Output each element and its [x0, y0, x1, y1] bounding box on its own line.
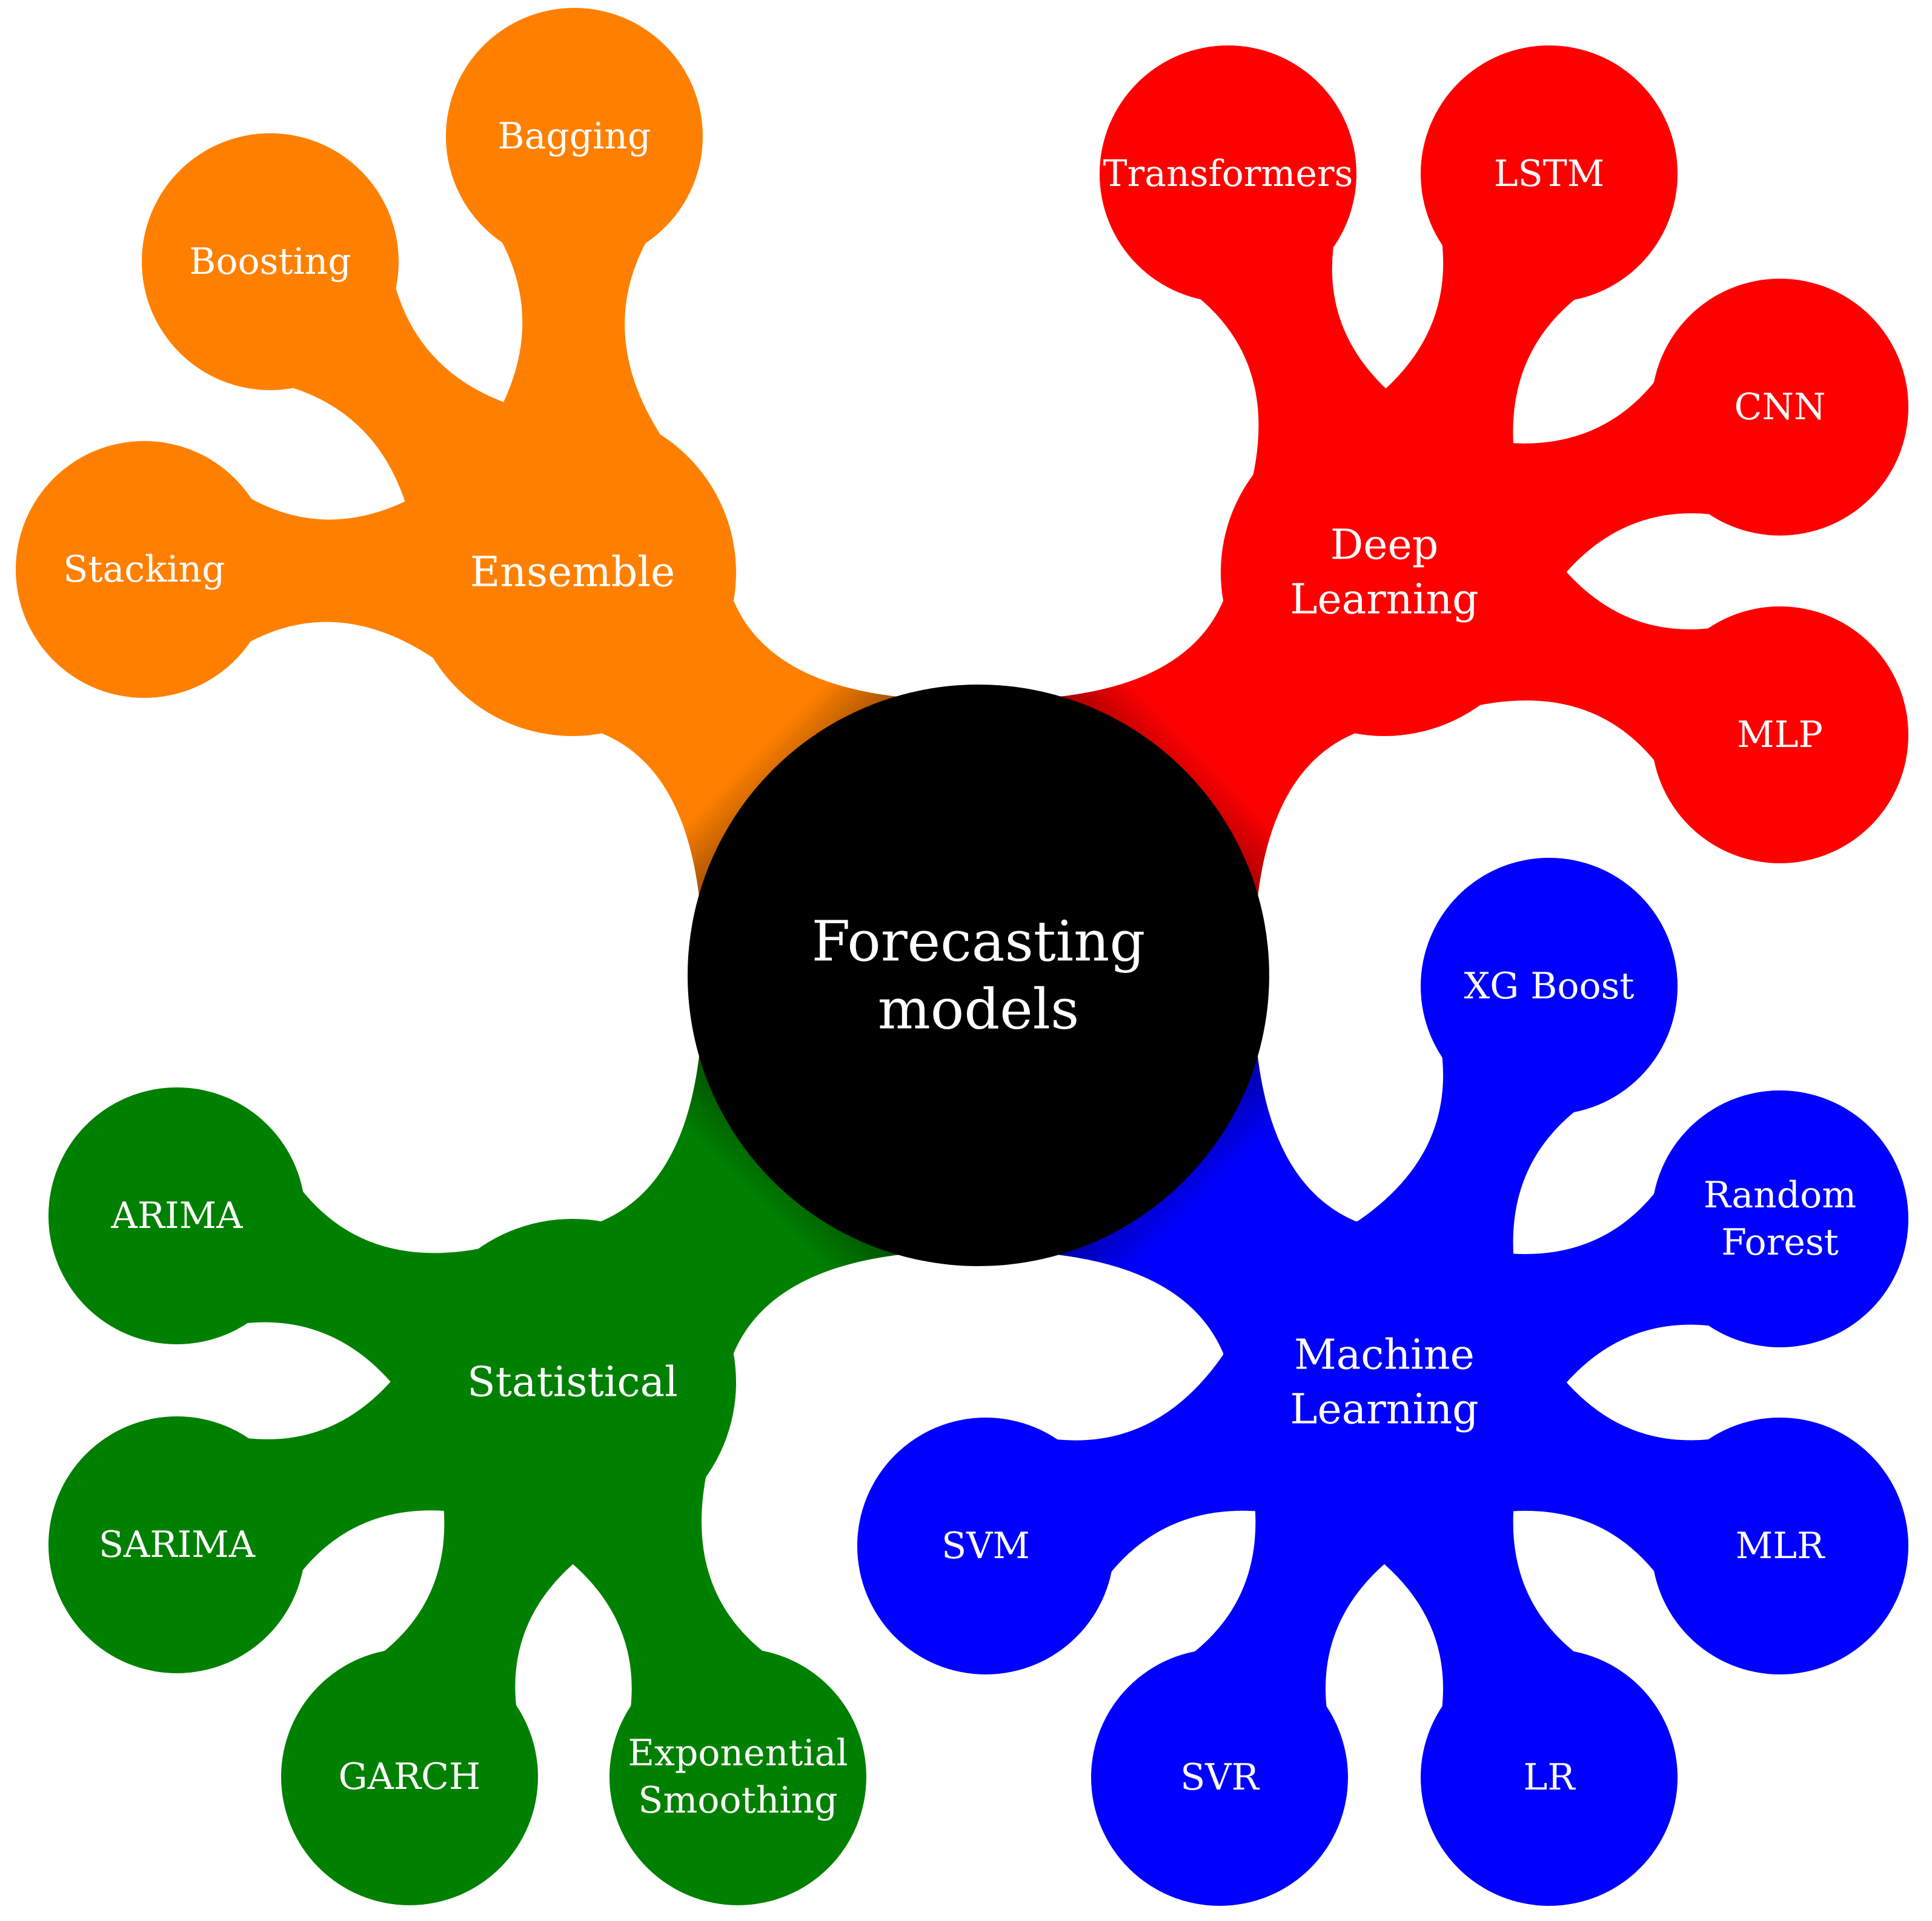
leaf-stacking: Stacking: [16, 441, 273, 698]
leaf-mlr: MLR: [1651, 1418, 1908, 1674]
leaf-lstm: LSTM: [1421, 45, 1678, 302]
leaf-xg-boost: XG Boost: [1421, 858, 1678, 1115]
leaf-cnn: CNN: [1651, 279, 1908, 536]
leaf-node-xg-boost: [1421, 858, 1678, 1115]
leaf-label-xg-boost: XG Boost: [1464, 965, 1635, 1007]
leaf-node-mlr: [1651, 1418, 1908, 1674]
ensemble-child-connector: [471, 228, 675, 456]
leaf-label-lr: LR: [1523, 1756, 1576, 1799]
leaf-label-garch: GARCH: [339, 1756, 481, 1798]
center-node-circle: [688, 685, 1269, 1266]
leaf-node-sarima: [48, 1416, 305, 1673]
leaf-label-stacking: Stacking: [63, 548, 225, 591]
leaf-node-svr: [1091, 1649, 1348, 1906]
leaf-label-transformers: Transformers: [1103, 153, 1353, 195]
leaf-label-sarima: SARIMA: [99, 1524, 256, 1566]
deep-learning-node: [1221, 409, 1548, 736]
leaf-node-lstm: [1421, 45, 1678, 302]
leaf-label-mlp: MLP: [1737, 714, 1823, 756]
machine-learning-node: [1221, 1219, 1548, 1546]
leaf-node-stacking: [16, 441, 273, 698]
leaf-label-mlr: MLR: [1736, 1525, 1825, 1567]
leaf-mlp: MLP: [1651, 606, 1908, 863]
leaf-node-arima: [48, 1087, 305, 1344]
leaf-label-lstm: LSTM: [1494, 153, 1604, 195]
leaf-label-svm: SVM: [941, 1525, 1030, 1567]
leaf-label-svr: SVR: [1180, 1756, 1260, 1799]
center-node-label-line-2: models: [878, 977, 1080, 1042]
leaf-node-lr: [1421, 1649, 1678, 1906]
leaf-label-boosting: Boosting: [189, 241, 351, 283]
leaf-label-exponential-smoothing-line-1: Exponential: [628, 1732, 848, 1774]
leaf-node-svm: [857, 1418, 1114, 1674]
ensemble-child-connector: [236, 470, 456, 674]
machine-learning-label-line-2: Learning: [1290, 1386, 1478, 1434]
statistical-node: [409, 1219, 736, 1546]
leaf-label-arima: ARIMA: [111, 1195, 244, 1237]
leaf-node-exponential-smoothing: [609, 1648, 866, 1905]
leaf-node-random-forest: [1651, 1090, 1908, 1347]
leaf-arima: ARIMA: [48, 1087, 305, 1344]
leaf-boosting: Boosting: [142, 133, 399, 390]
leaf-node-cnn: [1651, 279, 1908, 536]
leaf-label-random-forest-line-1: Random: [1704, 1174, 1856, 1216]
leaf-label-cnn: CNN: [1734, 386, 1826, 428]
leaf-node-bagging: [446, 8, 703, 265]
center-node-label-line-1: Forecasting: [812, 909, 1146, 974]
leaf-label-exponential-smoothing-line-2: Smoothing: [638, 1779, 837, 1822]
leaf-garch: GARCH: [281, 1648, 538, 1905]
leaf-transformers: Transformers: [1100, 45, 1356, 302]
deep-learning-label-line-1: Deep: [1330, 522, 1439, 569]
leaf-sarima: SARIMA: [48, 1416, 305, 1673]
leaf-node-transformers: [1100, 45, 1356, 302]
ensemble-label: Ensemble: [470, 549, 676, 597]
statistical-branch: Statistical ARIMA SARIMA GARCH ExponentialSm…: [48, 1087, 866, 1905]
ensemble-node: [409, 409, 736, 736]
leaf-label-random-forest-line-2: Forest: [1721, 1221, 1839, 1264]
leaf-svm: SVM: [857, 1418, 1114, 1674]
leaf-bagging: Bagging: [446, 8, 703, 265]
leaf-node-mlp: [1651, 606, 1908, 863]
leaf-node-garch: [281, 1648, 538, 1905]
leaf-lr: LR: [1421, 1649, 1678, 1906]
leaf-node-boosting: [142, 133, 399, 390]
deep-learning-label-line-2: Learning: [1290, 576, 1478, 624]
machine-learning-label-line-1: Machine: [1294, 1332, 1475, 1379]
leaf-svr: SVR: [1091, 1649, 1348, 1906]
leaf-label-bagging: Bagging: [498, 115, 651, 158]
statistical-label: Statistical: [467, 1359, 678, 1407]
